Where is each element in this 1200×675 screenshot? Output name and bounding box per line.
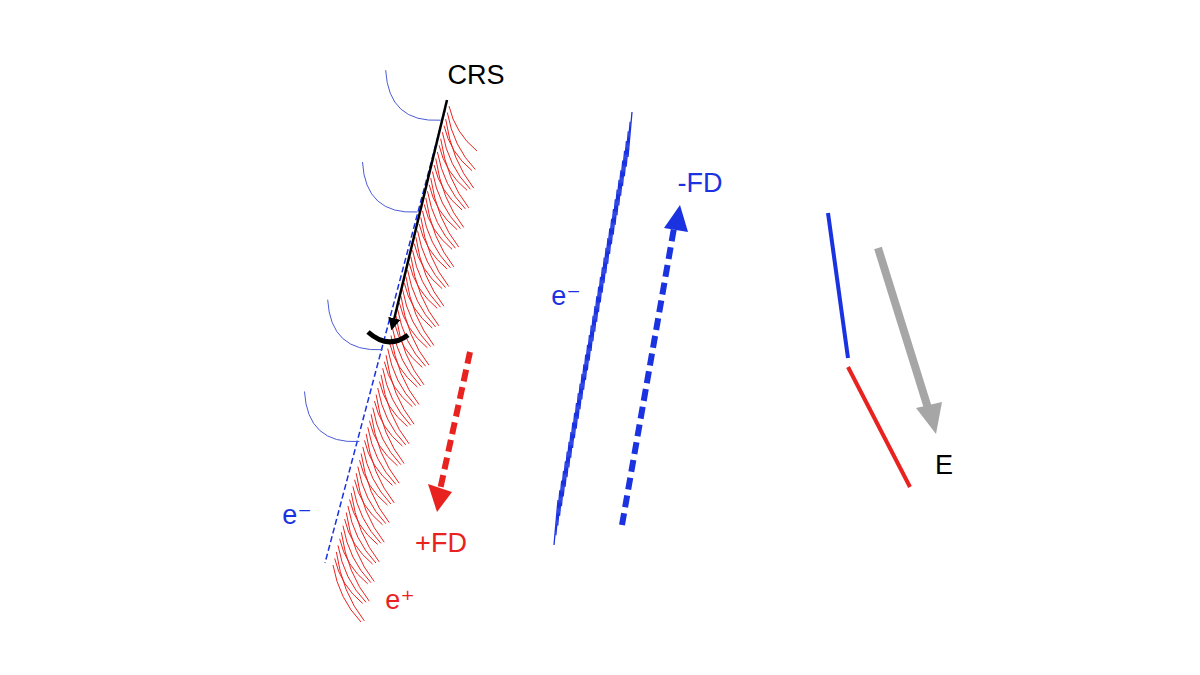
positron-streak xyxy=(340,539,368,584)
positron-streak xyxy=(360,460,388,505)
negative-fd-arrow xyxy=(622,228,674,525)
positron-streak xyxy=(384,362,412,407)
electron-curves xyxy=(304,70,445,563)
electron-curve xyxy=(328,300,383,350)
positron-streak xyxy=(429,185,457,230)
energy-arrow xyxy=(878,248,928,408)
positive-fd-arrowhead xyxy=(428,484,452,512)
electron-streak xyxy=(554,500,558,545)
positron-streak xyxy=(419,224,447,269)
positron-streak xyxy=(389,342,417,387)
positron-streak xyxy=(333,565,361,622)
positron-streak xyxy=(386,355,414,424)
positron-streak xyxy=(436,158,464,227)
positron-streak xyxy=(449,106,477,151)
electron-energy-segment xyxy=(828,213,848,358)
positive-fd-arrow xyxy=(440,352,470,490)
positron-energy-segment xyxy=(848,367,910,487)
positron-streak xyxy=(421,217,449,286)
electron-streaks xyxy=(554,112,632,545)
positron-streak xyxy=(345,519,373,564)
positron-streak xyxy=(446,119,474,188)
positron-streak xyxy=(441,139,469,208)
positron-streak xyxy=(396,316,424,385)
positron-streak xyxy=(335,558,363,603)
positron-streak xyxy=(351,493,379,562)
positron-streak xyxy=(411,257,439,326)
positron-streak xyxy=(426,198,454,267)
positron-streak xyxy=(364,440,392,485)
positron-streak xyxy=(356,473,384,542)
electron-curve xyxy=(386,70,441,120)
positron-streak xyxy=(439,145,467,190)
direction-label: -FD xyxy=(678,170,723,197)
positron-streak xyxy=(346,513,374,582)
positron-streak xyxy=(381,375,409,444)
positron-streak xyxy=(350,499,378,544)
positron-streak xyxy=(414,244,442,289)
positron-streak xyxy=(399,303,427,348)
positron-streak xyxy=(416,237,444,306)
positron-streak xyxy=(391,336,419,405)
positron-streak xyxy=(444,126,472,171)
positron-streak xyxy=(374,401,402,446)
positron-streak xyxy=(409,263,437,308)
positron-streak xyxy=(379,381,407,426)
positron-streak xyxy=(376,395,404,464)
positron-streak xyxy=(366,434,394,503)
positron-streak xyxy=(434,165,462,210)
positron-streak xyxy=(355,480,383,525)
positron-streak xyxy=(401,296,429,365)
negative-fd-arrowhead xyxy=(664,205,688,232)
direction-label: +FD xyxy=(415,530,467,557)
particle-label: e⁻ xyxy=(551,283,580,310)
crs-bracket xyxy=(368,332,408,342)
positron-streak xyxy=(431,178,459,247)
positron-streak xyxy=(369,421,397,466)
particle-label: e⁻ xyxy=(282,502,311,529)
electron-curve xyxy=(362,162,417,212)
positron-streak xyxy=(341,532,369,601)
electron-curve xyxy=(304,391,359,441)
positron-streak xyxy=(404,283,432,328)
positron-streak xyxy=(394,322,422,367)
source-label: CRS xyxy=(447,62,504,89)
energy-arrowhead xyxy=(916,402,942,434)
positron-streak xyxy=(406,276,434,345)
particle-label: e⁺ xyxy=(385,587,414,614)
positron-streak xyxy=(361,454,389,523)
positron-streak xyxy=(371,414,399,483)
positron-streak xyxy=(424,204,452,249)
crs-arrow xyxy=(392,100,447,328)
positron-streak xyxy=(336,552,364,621)
energy-label: E xyxy=(935,452,953,479)
positron-streaks xyxy=(333,106,477,622)
